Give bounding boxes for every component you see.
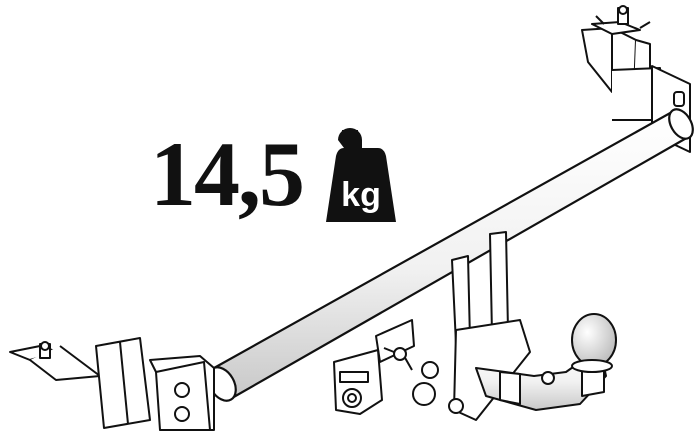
weight-unit: kg [341, 176, 381, 214]
cross-beam [207, 108, 694, 402]
right-mounting-bracket [581, 5, 691, 153]
weight-value: 14,5 [150, 123, 305, 225]
weight-icon: kg [326, 128, 396, 222]
tow-hitch [412, 231, 617, 421]
left-mounting-bracket [9, 337, 215, 431]
socket-plate [333, 319, 415, 415]
